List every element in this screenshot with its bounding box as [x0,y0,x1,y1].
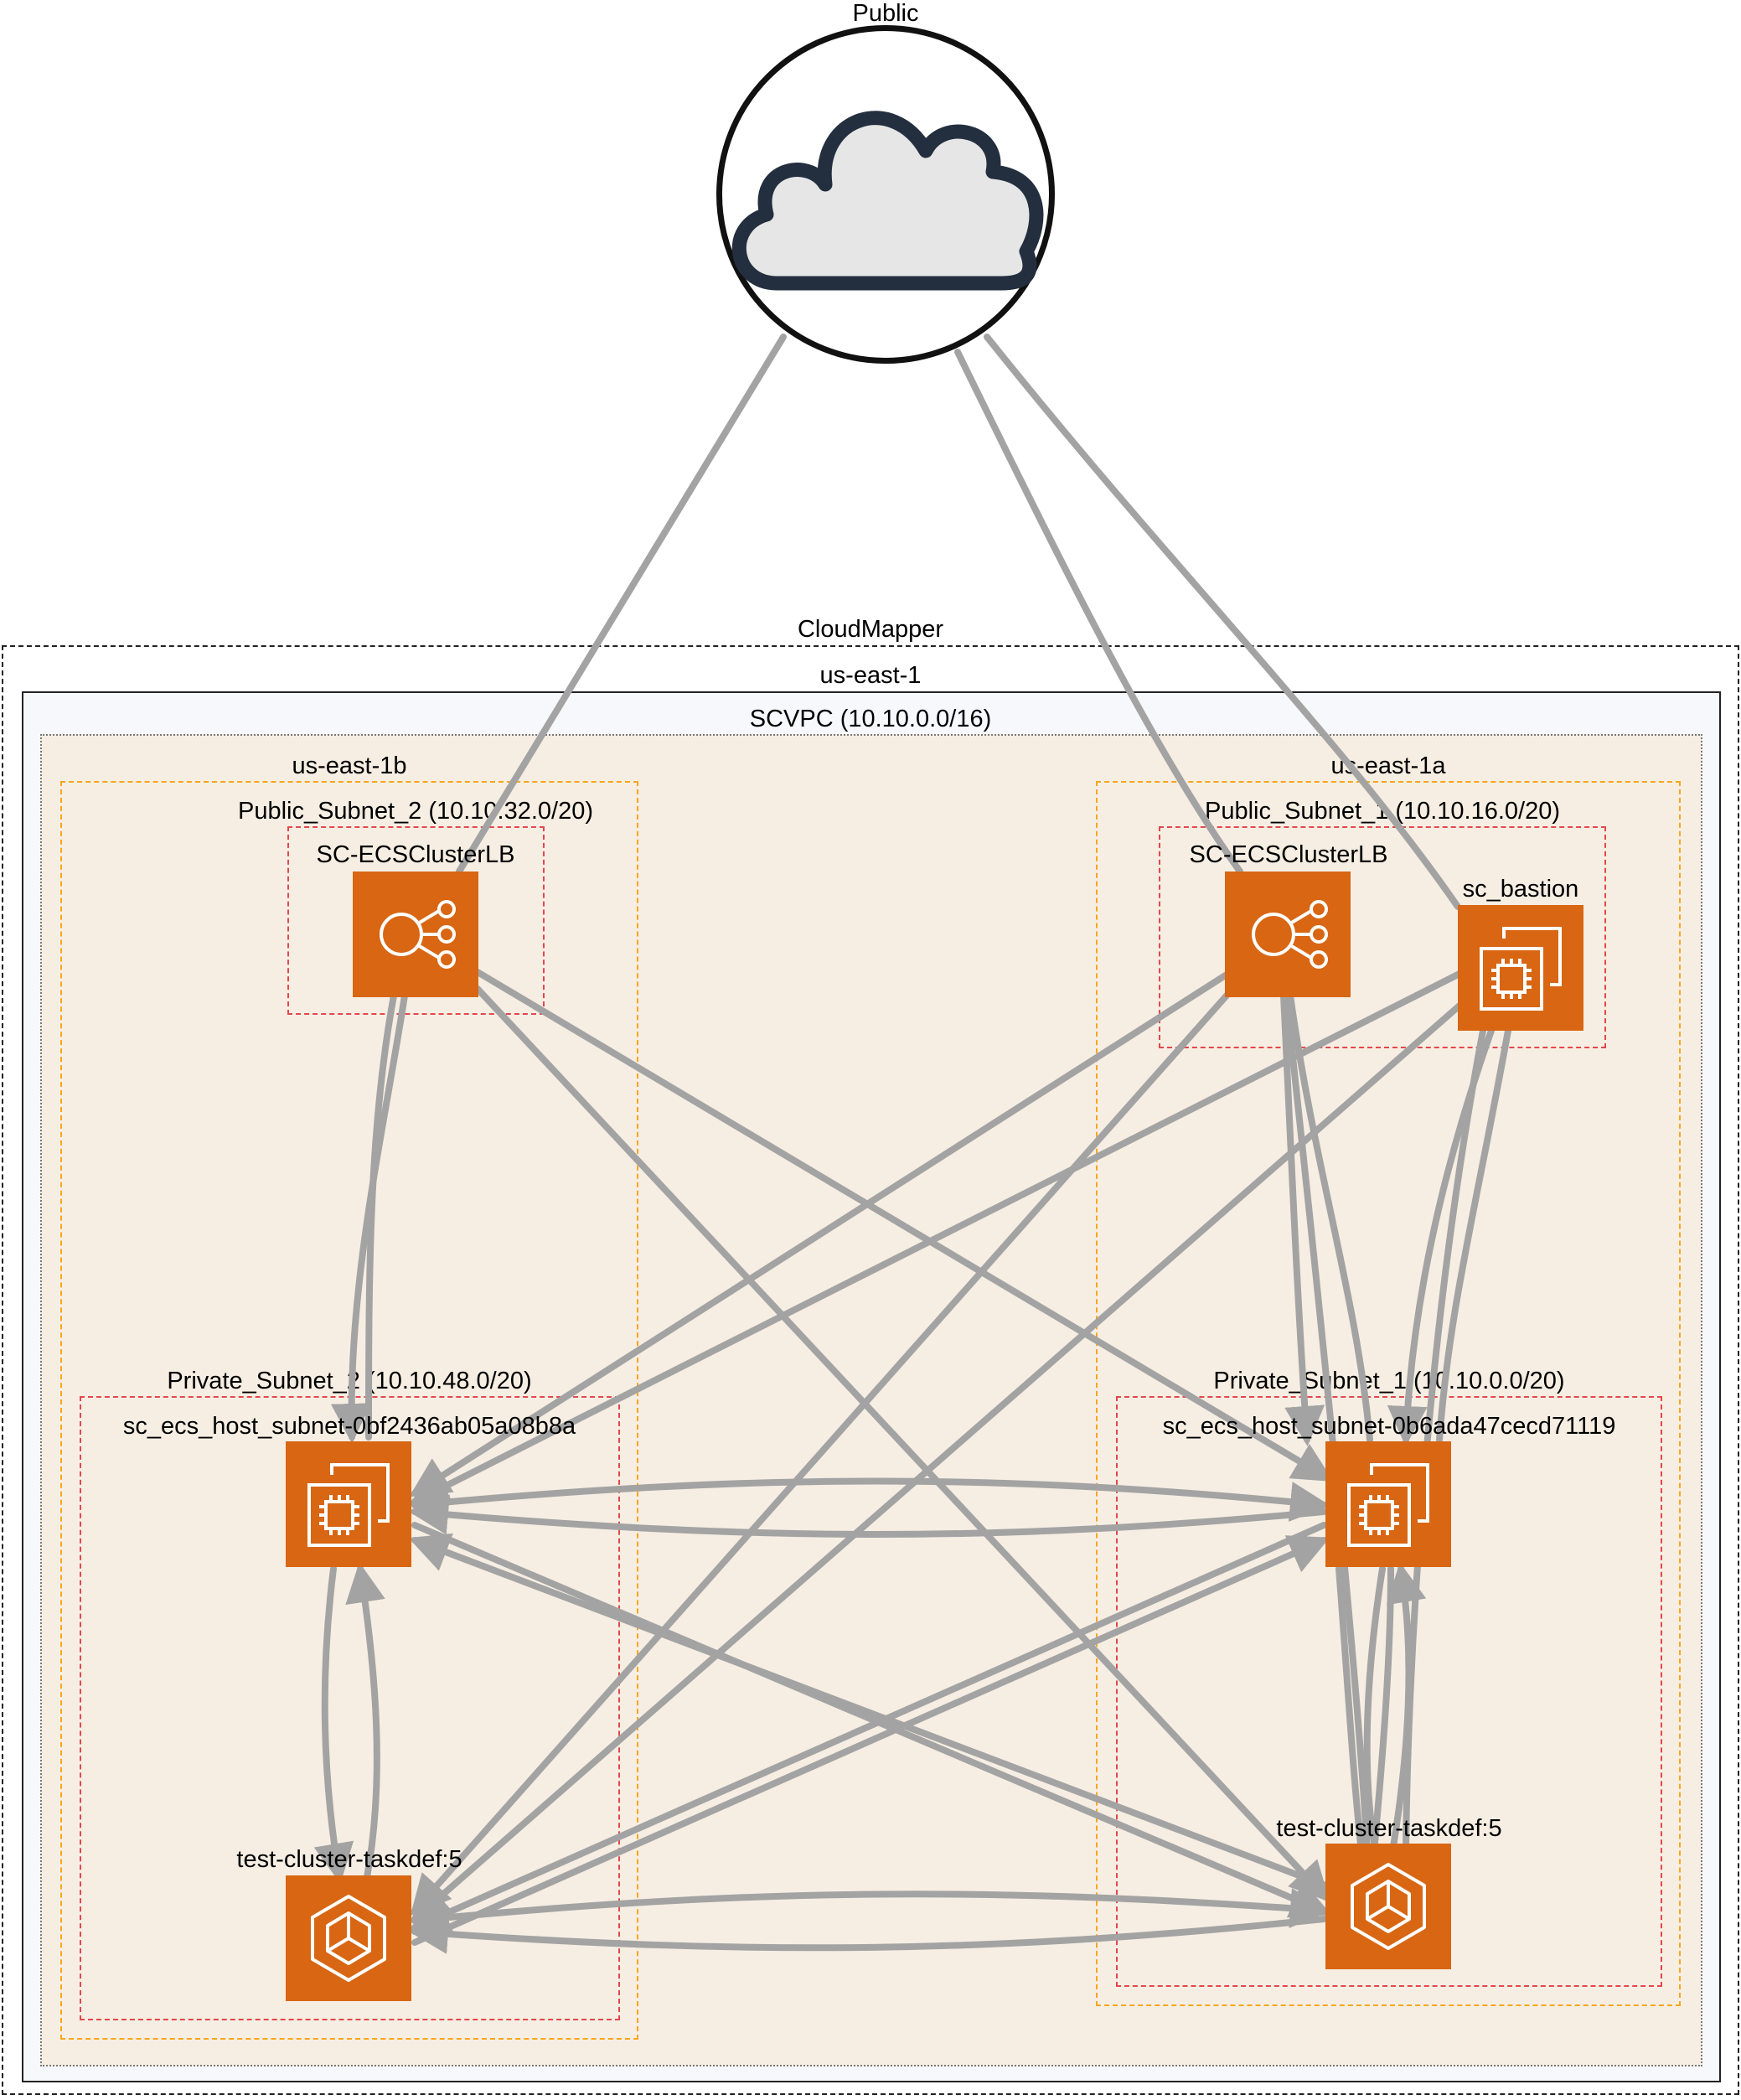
vpc-label: SCVPC (10.10.0.0/16) [749,706,992,732]
edge-lba-taskb [410,992,1230,1916]
edge-hostb-taska [411,1522,1332,1918]
load-balancer-icon [380,900,456,969]
lb-a-label: SC-ECSClusterLB [1189,841,1388,868]
edge-lba-hosta-2 [1287,992,1373,1443]
edge-hosta-taska-2 [1363,1565,1386,1855]
edge-taskb-hosta [411,1535,1330,1946]
public-node[interactable] [716,25,1055,364]
bastion-node[interactable] [1458,905,1583,1031]
edge-lbb-hostb-1 [330,992,408,1444]
lb-a-node[interactable] [1225,872,1351,997]
region-label: us-east-1 [819,662,922,689]
cloud-icon [731,111,1044,291]
edge-hosta-taska-1 [1335,1565,1365,1855]
host-a-label: sc_ecs_host_subnet-0b6ada47cecd71119 [1162,1413,1616,1440]
edge-taskb-hostb-1 [345,1562,385,1880]
edge-lba-hosta-1 [1280,992,1325,1446]
task-b-label: test-cluster-taskdef:5 [236,1846,462,1873]
bastion-label: sc_bastion [1462,876,1579,903]
host-a-node[interactable] [1325,1441,1451,1567]
az-us-east-1b [60,781,638,2040]
ec2-instance-icon [1347,1463,1429,1547]
host-b-label: sc_ecs_host_subnet-0bf2436ab05a08b8a [122,1413,576,1440]
public-subnet-2-label: Public_Subnet_2 (10.10.32.0/20) [237,798,594,825]
ecs-container-icon [1351,1863,1426,1950]
edge-taskb-taska [411,1888,1330,1928]
ecs-container-icon [311,1895,386,1982]
task-a-node[interactable] [1325,1844,1451,1969]
ec2-instance-icon [307,1463,390,1547]
load-balancer-icon [1252,900,1328,969]
public-subnet-1 [1159,826,1606,1048]
public-label: Public [852,0,919,27]
cloudmapper-container [2,645,1739,2095]
edge-taska-hosta-2 [1371,1565,1394,1855]
public-subnet-2 [287,826,545,1015]
ec2-instance-icon [1480,927,1562,1011]
cloudmapper-label: CloudMapper [797,616,944,643]
edge-taska-hosta-1 [1386,1562,1427,1855]
lb-b-node[interactable] [353,872,478,997]
edge-hostb-hosta-1 [411,1477,1330,1522]
edge-taska-taskb [408,1914,1327,1954]
edge-public-bastion [984,334,1461,910]
edge-bastion-hostb [408,970,1463,1505]
edge-hosta-hostb-1 [408,1494,1327,1538]
edge-bastion-taskb [409,1002,1463,1924]
az-us-east-1a [1096,781,1681,2006]
edge-taska-hostb [408,1533,1329,1889]
host-b-node[interactable] [286,1441,411,1567]
private-subnet-1-label: Private_Subnet_1 (10.10.0.0/20) [1213,1368,1565,1394]
private-subnet-1 [1116,1396,1662,1987]
az-label-us-east-1b: us-east-1b [292,753,407,779]
edge-lba-hostb [409,971,1230,1497]
task-a-label: test-cluster-taskdef:5 [1276,1815,1502,1842]
edge-hosta-taskb [408,1522,1327,1932]
edge-lbb-taska [474,985,1330,1902]
edge-hostb-taskb-1 [313,1565,354,1884]
edge-lbb-hostb-2 [365,992,397,1441]
task-b-node[interactable] [286,1875,411,2001]
lb-b-label: SC-ECSClusterLB [316,841,515,868]
edge-lbb-hosta [474,969,1334,1482]
edge-public-lb-a [954,349,1243,875]
edge-bastion-hosta-2 [1436,1027,1511,1443]
edge-public-lb-b [456,334,787,875]
